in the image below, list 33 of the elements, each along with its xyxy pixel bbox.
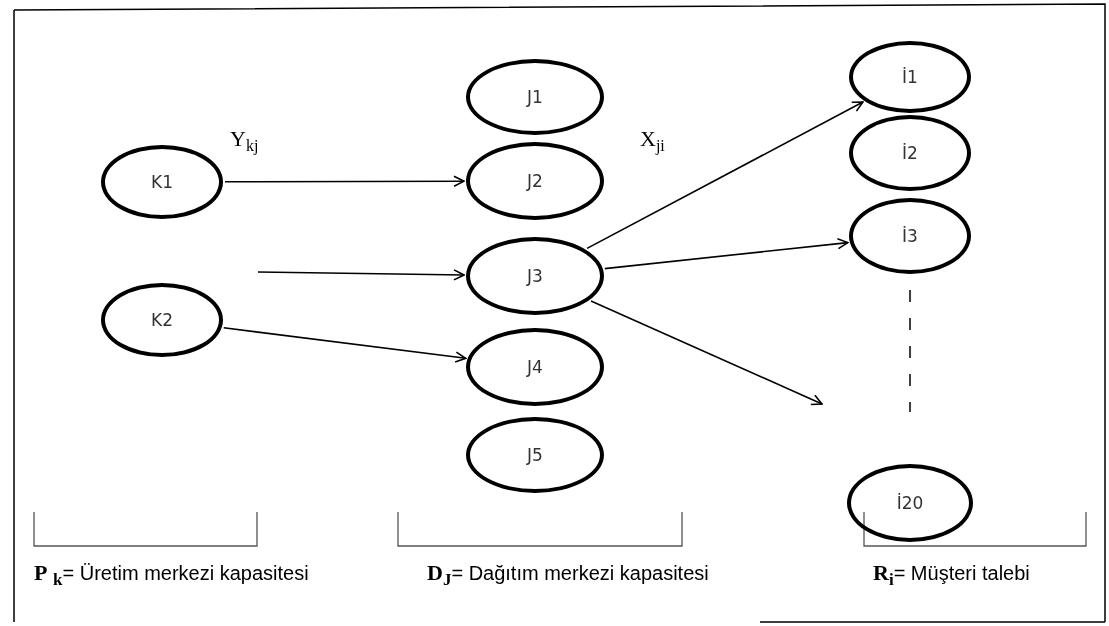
node-label: J3 bbox=[527, 266, 543, 286]
ellipse-node bbox=[847, 464, 973, 542]
arrow bbox=[604, 237, 849, 270]
ellipse-node bbox=[466, 142, 604, 220]
arrow bbox=[590, 300, 823, 406]
ellipse-node bbox=[849, 115, 971, 191]
legend-note: D$_{J}$= Dağıtım merkezi kapasitesi bbox=[427, 560, 709, 590]
node-label: İ20 bbox=[896, 493, 924, 513]
ellipse-node bbox=[466, 59, 604, 135]
arrow bbox=[257, 269, 465, 281]
node-label: İ1 bbox=[902, 67, 918, 87]
legend-note: R$_{i}$= Müşteri talebi bbox=[873, 560, 1030, 590]
ellipse-node bbox=[101, 283, 223, 357]
node-label: J4 bbox=[527, 357, 543, 377]
arrow bbox=[586, 101, 864, 250]
ellipse-node bbox=[466, 417, 604, 493]
node-label: J1 bbox=[527, 87, 543, 107]
node-label: J5 bbox=[527, 445, 543, 465]
arrow bbox=[224, 175, 465, 188]
node-label: İ3 bbox=[902, 226, 918, 246]
node-label: K1 bbox=[151, 172, 173, 192]
legend-note: P $_{k}$= Üretim merkezi kapasitesi bbox=[34, 560, 309, 590]
variable-label: X$_{ji}$ bbox=[640, 126, 665, 156]
ellipse-node bbox=[849, 41, 971, 113]
node-label: İ2 bbox=[902, 143, 918, 163]
ellipse-node bbox=[101, 145, 223, 219]
ellipse-node bbox=[849, 198, 971, 274]
ellipse-node bbox=[466, 328, 604, 406]
variable-label: Y$_{kj}$ bbox=[230, 126, 259, 156]
arrow bbox=[222, 327, 467, 363]
ellipse-node bbox=[466, 237, 604, 315]
node-label: J2 bbox=[527, 171, 543, 191]
node-label: K2 bbox=[151, 310, 173, 330]
